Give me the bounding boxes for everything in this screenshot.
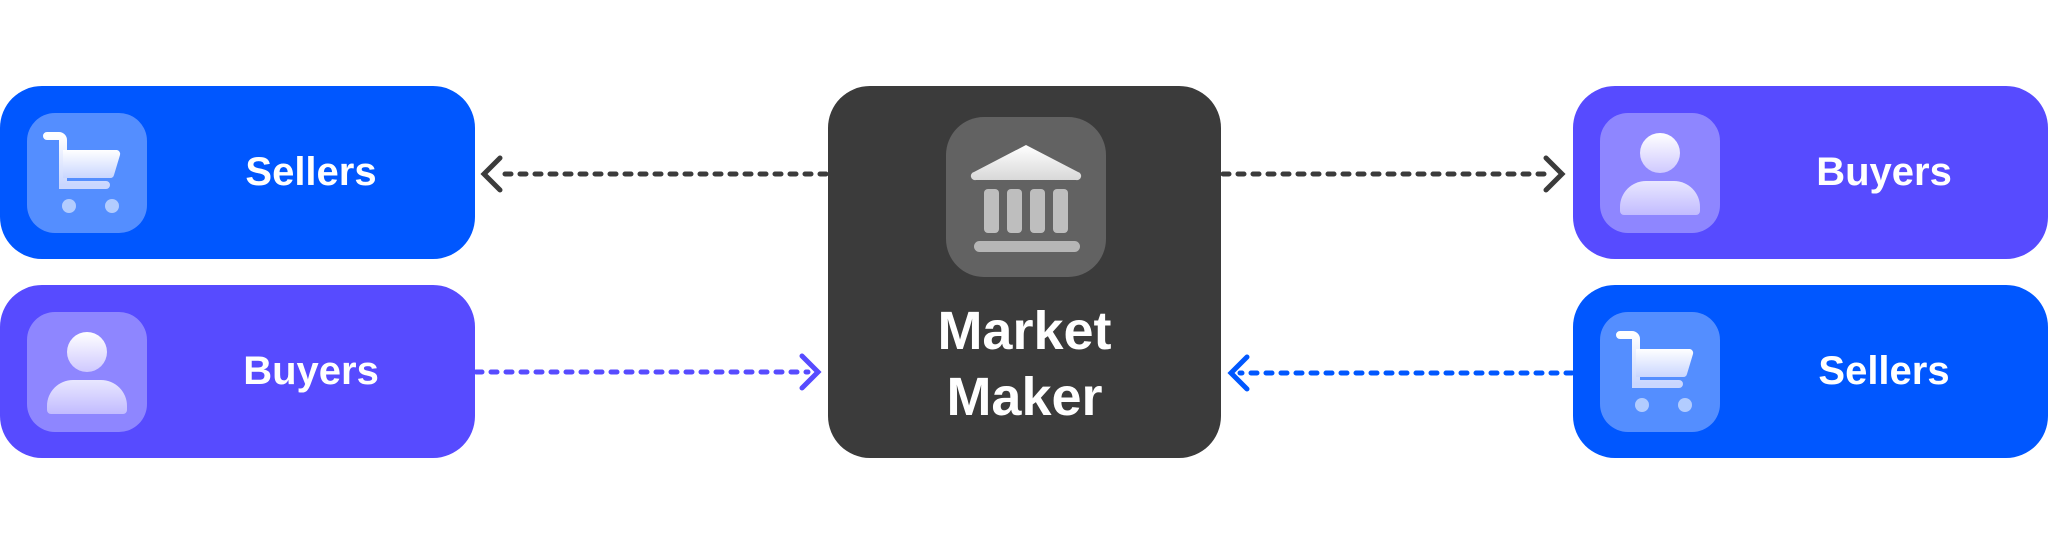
node-label: Buyers (1816, 150, 1952, 194)
title-line-2: Maker (946, 367, 1103, 427)
left-buyers-node[interactable]: Buyers (0, 285, 475, 458)
user-tile (1600, 113, 1720, 233)
user-icon (47, 332, 127, 414)
cart-tile (1600, 312, 1720, 432)
bank-tile (946, 117, 1106, 277)
user-icon (1620, 133, 1700, 215)
market-maker-title: Market Maker (828, 298, 1221, 430)
arrow-right-sellers-to-center (1227, 354, 1575, 392)
left-sellers-node[interactable]: Sellers (0, 86, 475, 259)
arrow-center-to-left-sellers (480, 155, 829, 193)
right-buyers-node[interactable]: Buyers (1573, 86, 2048, 259)
user-tile (27, 312, 147, 432)
right-sellers-node[interactable]: Sellers (1573, 285, 2048, 458)
node-label: Sellers (1818, 349, 1950, 393)
bank-icon (970, 145, 1082, 252)
arrow-center-to-right-buyers (1220, 155, 1566, 193)
arrow-left-buyers-to-center (473, 353, 822, 391)
node-label: Sellers (245, 150, 377, 194)
title-line-1: Market (937, 301, 1112, 361)
shopping-cart-icon (43, 132, 121, 213)
cart-tile (27, 113, 147, 233)
shopping-cart-icon (1616, 331, 1694, 412)
node-label: Buyers (243, 349, 379, 393)
market-maker-node[interactable]: Market Maker (828, 86, 1221, 458)
